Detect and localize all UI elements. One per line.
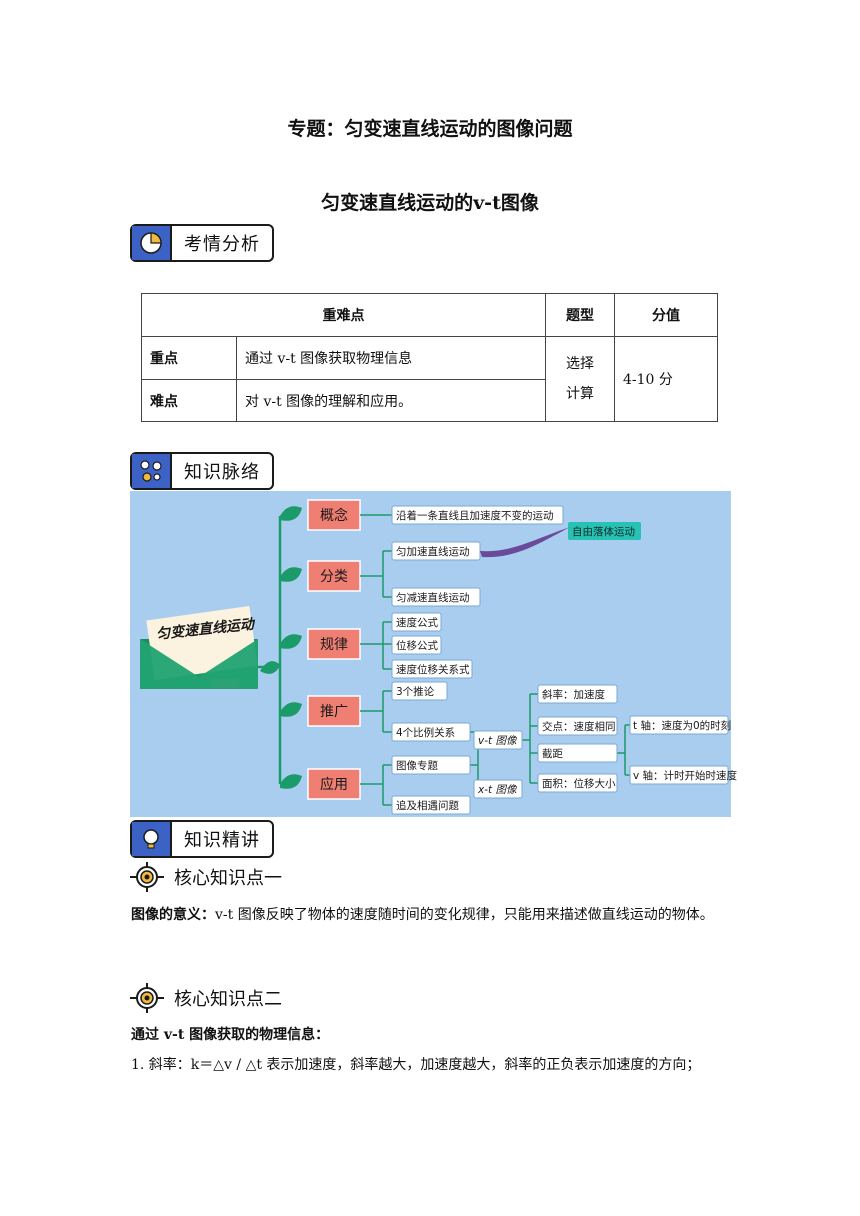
kp2-item1: 1. 斜率：k＝△v / △t 表示加速度，斜率越大，加速度越大，斜率的正负表示… [131, 1057, 701, 1073]
arrow-icon [480, 527, 570, 558]
extend-item: 3个推论 [396, 685, 435, 698]
vt-item: 面积：位移大小 [542, 777, 616, 790]
kp2-title: 核心知识点二 [174, 989, 282, 1010]
document-title: 专题：匀变速直线运动的图像问题 [287, 118, 573, 140]
branch-laws: 规律 [320, 637, 348, 653]
branch-concept: 概念 [320, 507, 348, 524]
row-hard-content: 对 v-t 图像的理解和应用。 [236, 379, 546, 422]
type-line: 计算 [566, 386, 594, 402]
kp1-title: 核心知识点一 [174, 868, 282, 889]
question-type-cell: 选择 计算 [545, 336, 615, 422]
kp2-lead: 通过 v-t 图像获取的物理信息： [131, 1027, 330, 1043]
kp1-heading: 核心知识点一 [130, 862, 282, 892]
section-title: 匀变速直线运动的v-t图像 [321, 192, 539, 214]
score-cell: 4-10 分 [614, 336, 718, 422]
vt-item: 交点：速度相同 [542, 720, 616, 733]
intercept-item: v 轴：计时开始时速度 [633, 769, 738, 782]
header-score: 分值 [614, 293, 718, 337]
intercept-item: t 轴：速度为0的时刻 [633, 719, 731, 732]
apply-item: 追及相遇问题 [396, 799, 459, 812]
kp1-lead: 图像的意义： [131, 907, 215, 923]
lightbulb-icon [132, 822, 172, 856]
law-item: 速度公式 [396, 616, 438, 629]
kp1-body: v-t 图像反映了物体的速度随时间的变化规律，只能用来描述做直线运动的物体。 [215, 907, 714, 923]
graph-vt: v-t 图像 [478, 735, 518, 747]
type-line: 选择 [566, 356, 594, 372]
branch-classify: 分类 [320, 569, 348, 585]
root-envelope-icon [140, 606, 258, 689]
classify-item: 匀减速直线运动 [396, 591, 470, 604]
lecture-label: 知识精讲 [184, 830, 260, 851]
classify-item: 匀加速直线运动 [396, 545, 470, 558]
kp2-heading: 核心知识点二 [130, 983, 282, 1013]
branch-boxes [307, 499, 361, 800]
row-hard-label: 难点 [141, 379, 237, 422]
pie-chart-icon [132, 226, 172, 260]
network-badge: 知识脉络 [130, 452, 274, 490]
analysis-table: 重难点 题型 分值 重点 通过 v-t 图像获取物理信息 选择 计算 4-10 … [141, 293, 718, 422]
analysis-label: 考情分析 [184, 234, 260, 255]
header-type: 题型 [545, 293, 615, 337]
row-key-content: 通过 v-t 图像获取物理信息 [236, 336, 546, 380]
extend-item: 4个比例关系 [396, 726, 455, 739]
law-item: 速度位移关系式 [396, 663, 470, 676]
lecture-badge: 知识精讲 [130, 820, 274, 858]
target-icon [130, 862, 164, 892]
vt-item: 斜率：加速度 [542, 688, 605, 701]
kp1-paragraph: 图像的意义：v-t 图像反映了物体的速度随时间的变化规律，只能用来描述做直线运动… [131, 900, 731, 930]
molecule-icon [132, 454, 172, 488]
header-difficulty: 重难点 [141, 293, 546, 337]
apply-item: 图像专题 [396, 759, 438, 772]
branch-extend: 推广 [320, 704, 348, 720]
target-icon [130, 983, 164, 1013]
branch-apply: 应用 [320, 776, 348, 793]
free-fall-box [568, 522, 641, 540]
mind-map: 匀变速直线运动 概念 分类 规律 推广 应用 [130, 491, 738, 817]
concept-text: 沿着一条直线且加速度不变的运动 [396, 509, 554, 522]
free-fall-text: 自由落体运动 [572, 525, 635, 538]
vt-item: 截距 [542, 747, 563, 760]
analysis-badge: 考情分析 [130, 224, 274, 262]
network-label: 知识脉络 [184, 462, 260, 483]
graph-xt: x-t 图像 [477, 784, 518, 796]
row-key-label: 重点 [141, 336, 237, 380]
law-item: 位移公式 [396, 639, 438, 652]
